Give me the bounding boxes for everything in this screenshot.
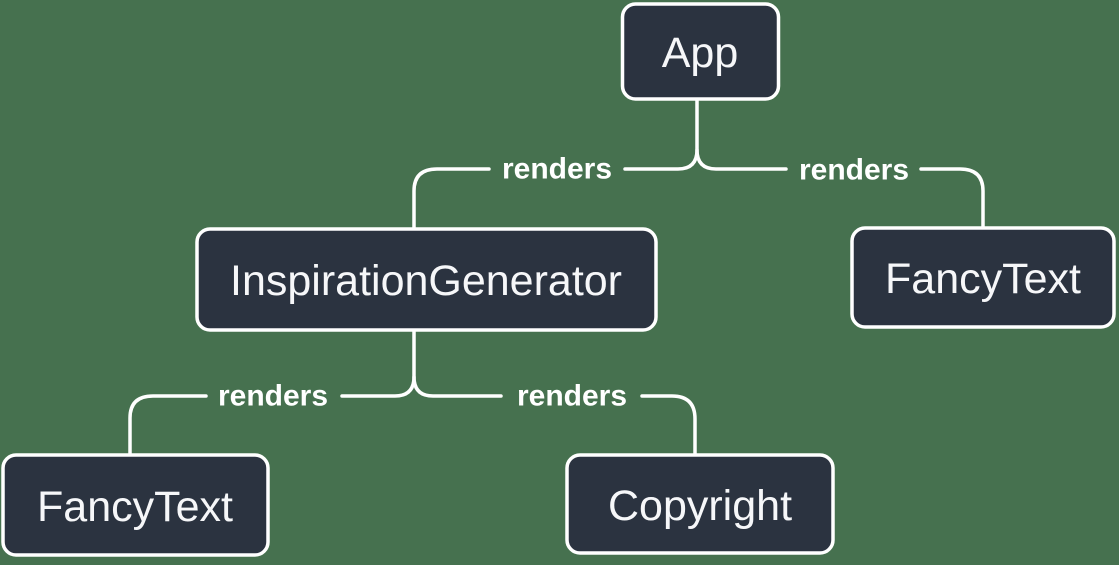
edge-line <box>640 394 697 457</box>
edge-line <box>340 328 416 398</box>
edge-inspiration-generator-to-fancy-text: renders <box>128 328 416 457</box>
node-label-app: App <box>662 29 739 77</box>
node-box <box>195 227 658 332</box>
edge-line <box>919 167 985 230</box>
node-inspiration-generator: InspirationGenerator <box>195 227 658 332</box>
edge-line <box>412 167 491 231</box>
node-copyright: Copyright <box>565 453 835 555</box>
edge-line <box>695 148 788 171</box>
edge-line <box>412 375 503 398</box>
node-box <box>850 226 1116 329</box>
node-box <box>1 453 270 557</box>
edge-app-to-fancy-text: renders <box>695 148 985 230</box>
node-fancy-text-bottom: FancyText <box>1 453 270 557</box>
edge-line <box>623 97 699 171</box>
edge-inspiration-generator-to-copyright: renders <box>412 375 697 457</box>
edge-label-renders: renders <box>218 380 328 413</box>
edge-label-renders: renders <box>517 380 627 413</box>
edge-line <box>128 394 208 457</box>
edge-label-renders: renders <box>502 153 612 186</box>
edge-label-renders: renders <box>799 154 909 187</box>
node-box <box>620 2 781 101</box>
node-label-fancy-text-bottom: FancyText <box>37 483 233 531</box>
node-label-inspiration-generator: InspirationGenerator <box>230 257 622 305</box>
node-fancy-text-top: FancyText <box>850 226 1116 329</box>
edge-app-to-inspiration-generator: renders <box>412 97 699 231</box>
node-label-copyright: Copyright <box>608 482 792 530</box>
node-app: App <box>620 2 781 101</box>
node-box <box>565 453 835 555</box>
node-label-fancy-text-top: FancyText <box>885 255 1081 303</box>
